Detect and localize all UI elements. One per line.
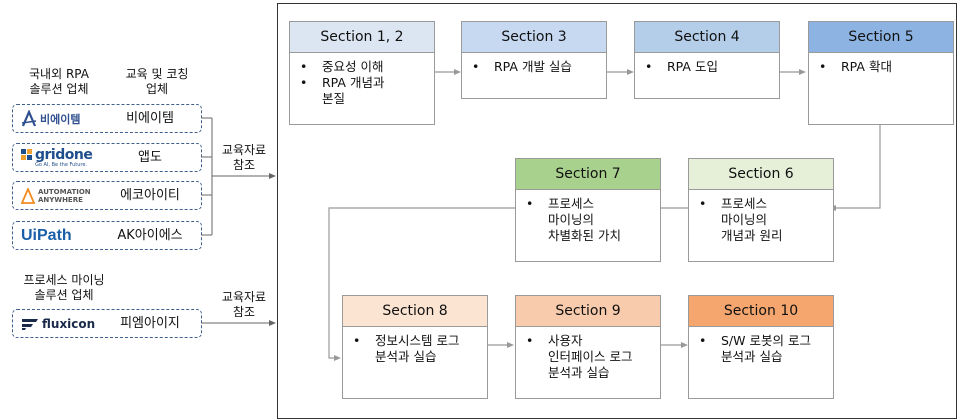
section-title: Section 7: [516, 159, 660, 190]
section-card-7: Section 7 프로세스 마이닝의 차별화된 가치: [515, 158, 661, 262]
section-title: Section 10: [689, 296, 833, 327]
section-bullet: 프로세스 마이닝의 차별화된 가치: [524, 196, 654, 244]
training-vendors-header: 교육 및 코칭 업체: [125, 67, 189, 96]
section-bullet: 정보시스템 로그 분석과 실습: [351, 333, 481, 365]
section-bullet: RPA 도입: [643, 59, 773, 75]
automation-anywhere-logo-icon: AUTOMATION ANYWHERE: [21, 185, 97, 206]
section-title: Section 4: [635, 22, 779, 53]
section-bullet: 프로세스 마이닝의 개념과 원리: [697, 196, 827, 244]
vendor-name: 피엠아이지: [120, 316, 180, 331]
vendor-logo-tagline: Go AI, Be the Future.: [35, 162, 87, 168]
section-card-1-2: Section 1, 2 중요성 이해 RPA 개념과 본질: [289, 21, 435, 125]
vendor-name: AK아이에스: [117, 228, 183, 243]
vendor-row-2: gridone Go AI, Be the Future. 앱도: [12, 143, 202, 172]
fluxicon-logo-icon: fluxicon: [21, 313, 97, 334]
section-title: Section 8: [343, 296, 487, 327]
section-bullet: S/W 로봇의 로그 분석과 실습: [697, 333, 827, 365]
vendor-name: 앱도: [138, 150, 162, 165]
section-title: Section 9: [516, 296, 660, 327]
gridone-logo-icon: gridone Go AI, Be the Future.: [21, 147, 97, 168]
section-bullet: RPA 개발 실습: [470, 59, 600, 75]
vendor-logo-text: gridone: [35, 146, 93, 163]
vendor-logo-text: fluxicon: [42, 316, 96, 331]
section-title: Section 6: [689, 159, 833, 190]
reference-label-2: 교육자료 참조: [221, 290, 267, 319]
a-logo-icon: 비에이템: [21, 108, 97, 129]
process-mining-vendors-header: 프로세스 마이닝 솔루션 업체: [23, 273, 105, 302]
vendor-name: 에코아이티: [120, 188, 180, 203]
section-card-4: Section 4 RPA 도입: [634, 21, 780, 99]
reference-label-1: 교육자료 참조: [221, 143, 267, 172]
vendor-logo-text: AUTOMATION ANYWHERE: [38, 187, 91, 204]
vendor-row-4: UiPath AK아이에스: [12, 221, 202, 250]
section-title: Section 5: [809, 22, 953, 53]
section-card-9: Section 9 사용자 인터페이스 로그 분석과 실습: [515, 295, 661, 399]
section-title: Section 3: [462, 22, 606, 53]
vendor-row-3: AUTOMATION ANYWHERE 에코아이티: [12, 181, 202, 210]
section-card-10: Section 10 S/W 로봇의 로그 분석과 실습: [688, 295, 834, 399]
section-card-3: Section 3 RPA 개발 실습: [461, 21, 607, 99]
uipath-logo-icon: UiPath: [21, 225, 97, 246]
section-bullet: 사용자 인터페이스 로그 분석과 실습: [524, 333, 654, 381]
section-title: Section 1, 2: [290, 22, 434, 53]
section-bullet: RPA 개념과 본질: [298, 75, 428, 107]
section-card-6: Section 6 프로세스 마이닝의 개념과 원리: [688, 158, 834, 262]
section-bullet: 중요성 이해: [298, 59, 428, 75]
section-card-8: Section 8 정보시스템 로그 분석과 실습: [342, 295, 488, 399]
vendor-row-pm: fluxicon 피엠아이지: [12, 309, 202, 338]
section-card-5: Section 5 RPA 확대: [808, 21, 954, 125]
vendor-logo-text: 비에이템: [40, 112, 81, 126]
vendor-row-1: 비에이템 비에이템: [12, 104, 202, 133]
vendor-name: 비에이템: [126, 111, 174, 126]
rpa-vendors-header: 국내외 RPA 솔루션 업체: [29, 67, 89, 96]
section-bullet: RPA 확대: [817, 59, 947, 75]
vendor-logo-text: UiPath: [21, 226, 72, 244]
